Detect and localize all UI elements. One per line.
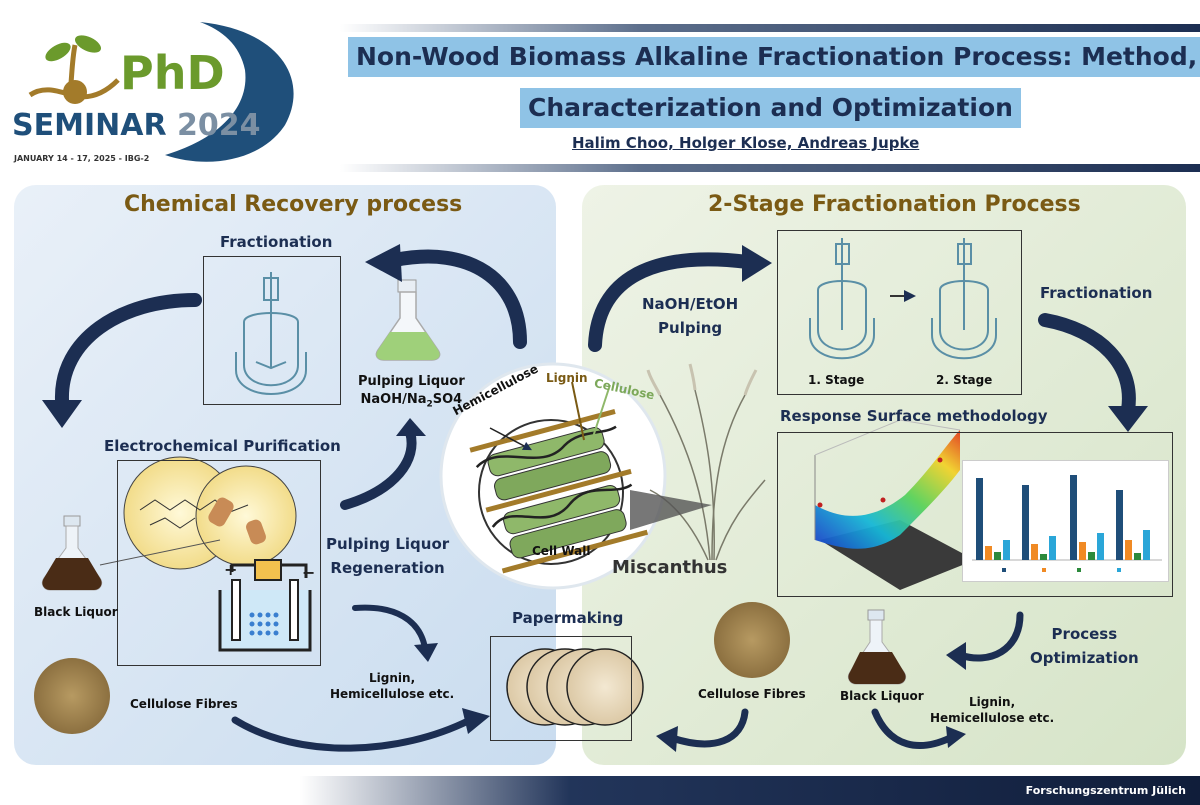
footer-institute: Forschungszentrum Jülich xyxy=(1025,784,1186,797)
left-fractionation-label: Fractionation xyxy=(220,233,333,251)
cellulose-fibre-sample-left xyxy=(34,658,110,734)
pulping-liquor-name: Pulping Liquor xyxy=(358,374,465,389)
papermaking-label: Papermaking xyxy=(512,609,624,627)
cellulose-fibres-right-label: Cellulose Fibres xyxy=(698,687,806,701)
process-optimization-line1: Process xyxy=(1051,625,1118,643)
rsm-bar-chart-frame xyxy=(962,460,1169,582)
black-liquor-left-label: Black Liquor xyxy=(34,605,118,619)
lignin-right-line2: Hemicellulose etc. xyxy=(930,711,1055,725)
left-panel-title: Chemical Recovery process xyxy=(124,192,463,217)
pulping-liquor-formula: NaOH/Na2SO4 xyxy=(360,392,463,410)
rsm-label: Response Surface methodology xyxy=(780,407,1048,425)
left-fractionation-box xyxy=(203,256,341,405)
naoh-etoh-line1: NaOH/EtOH xyxy=(642,295,739,313)
pulping-liquor-flask-graphic xyxy=(375,279,441,361)
process-optimization-label: Process Optimization xyxy=(1030,622,1139,670)
authors: Halim Choo, Holger Klose, Andreas Jupke xyxy=(572,134,920,152)
bar-group-1 xyxy=(976,478,1010,560)
logo-phd: PhD xyxy=(120,46,225,100)
two-stage-box xyxy=(777,230,1022,395)
black-liquor-right-label: Black Liquor xyxy=(840,689,924,703)
regeneration-line2: Regeneration xyxy=(330,559,445,577)
svg-text:+: + xyxy=(224,560,237,579)
process-optimization-line2: Optimization xyxy=(1030,649,1139,667)
lignin-left-line2: Hemicellulose etc. xyxy=(330,687,455,701)
title-line-1: Non-Wood Biomass Alkaline Fractionation … xyxy=(348,37,1200,77)
right-fractionation-label: Fractionation xyxy=(1040,284,1153,302)
electrochemical-label: Electrochemical Purification xyxy=(104,437,341,455)
rsm-surface-plot xyxy=(814,419,975,590)
bar-group-3 xyxy=(1070,475,1104,560)
pulping-liquor-label: Pulping Liquor NaOH/Na2SO4 xyxy=(358,373,465,414)
logo-dates: JANUARY 14 - 17, 2025 - IBG-2 xyxy=(14,154,150,163)
black-liquor-flask-right xyxy=(847,609,907,685)
lignin-right-label: Lignin, Hemicellulose etc. xyxy=(930,694,1054,726)
cellulose-fibre-sample-right xyxy=(714,602,790,678)
black-liquor-flask-left xyxy=(41,515,103,591)
cell-wall-graphic xyxy=(469,409,649,574)
paper-discs xyxy=(506,648,644,726)
stage-2-label: 2. Stage xyxy=(936,373,993,387)
svg-text:−: − xyxy=(302,563,315,582)
cell-wall-label: Cell Wall xyxy=(532,544,591,558)
electrochemical-box xyxy=(117,460,321,666)
naoh-etoh-line2: Pulping xyxy=(658,319,723,337)
rsm-box xyxy=(777,432,1173,597)
miscanthus-label: Miscanthus xyxy=(612,557,728,578)
regeneration-line1: Pulping Liquor xyxy=(326,535,450,553)
bar-group-2 xyxy=(1022,485,1056,560)
papermaking-box xyxy=(490,636,632,741)
naoh-etoh-label: NaOH/EtOH Pulping xyxy=(642,292,738,340)
rsm-bar-chart xyxy=(972,475,1162,572)
lignin-left-label: Lignin, Hemicellulose etc. xyxy=(330,670,454,702)
title-line-2: Characterization and Optimization xyxy=(520,88,1021,128)
logo-year: 2024 xyxy=(177,108,261,143)
right-panel-title: 2-Stage Fractionation Process xyxy=(708,192,1081,217)
lignin-center-label: Lignin xyxy=(546,371,588,385)
bar-group-4 xyxy=(1116,490,1150,560)
logo-seminar-word: SEMINAR xyxy=(12,108,167,143)
lignin-left-line1: Lignin, xyxy=(369,671,416,685)
stage-1-label: 1. Stage xyxy=(808,373,865,387)
cellulose-fibres-left-label: Cellulose Fibres xyxy=(130,697,238,711)
regeneration-label: Pulping Liquor Regeneration xyxy=(326,532,449,580)
lignin-right-line1: Lignin, xyxy=(969,695,1016,709)
logo-seminar: SEMINAR 2024 xyxy=(12,108,261,143)
